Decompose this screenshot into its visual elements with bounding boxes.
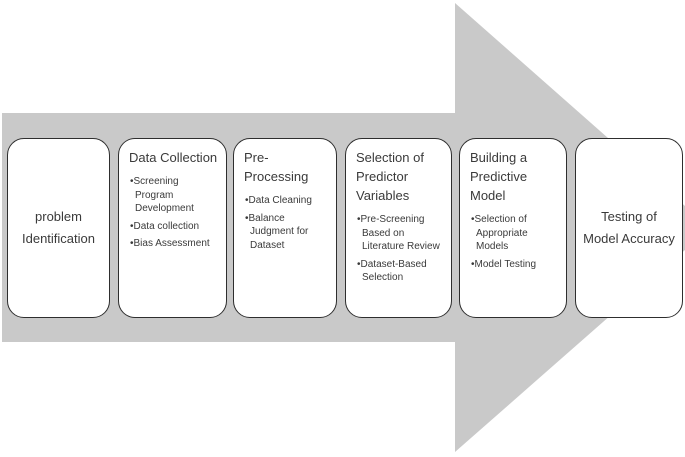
bullet-item: Balance Judgment for Dataset <box>245 212 329 253</box>
bullet-list: Screening Program Development Data colle… <box>129 175 219 251</box>
right-arrow-polygon <box>2 3 685 452</box>
bullet-item: Dataset-Based Selection <box>357 258 444 285</box>
bullet-item: Pre-Screening Based on Literature Review <box>357 213 444 254</box>
step-title: problem Identification <box>22 209 95 246</box>
step-box-data-collection: Data Collection Screening Program Develo… <box>118 138 227 318</box>
bullet-list: Data Cleaning Balance Judgment for Datas… <box>244 194 329 252</box>
step-box-predictor-selection: Selection of Predictor Variables Pre-Scr… <box>345 138 452 318</box>
bullet-item: Model Testing <box>471 258 559 272</box>
step-title: Selection of Predictor Variables <box>356 150 424 203</box>
bullet-list: Pre-Screening Based on Literature Review… <box>356 213 444 285</box>
step-box-accuracy-testing: Testing of Model Accuracy <box>575 138 683 318</box>
step-title: Pre-Processing <box>244 150 309 184</box>
step-box-model-building: Building a Predictive Model Selection of… <box>459 138 567 318</box>
step-box-pre-processing: Pre-Processing Data Cleaning Balance Jud… <box>233 138 337 318</box>
bullet-item: Selection of Appropriate Models <box>471 213 559 254</box>
bullet-item: Data collection <box>130 220 219 234</box>
bullet-item: Screening Program Development <box>130 175 219 216</box>
step-box-problem-identification: problem Identification <box>7 138 110 318</box>
bullet-list: Selection of Appropriate Models Model Te… <box>470 213 559 271</box>
bullet-item: Bias Assessment <box>130 237 219 251</box>
bullet-item: Data Cleaning <box>245 194 329 208</box>
step-title: Building a Predictive Model <box>470 150 528 203</box>
step-title: Testing of Model Accuracy <box>583 209 675 246</box>
step-title: Data Collection <box>129 150 218 165</box>
